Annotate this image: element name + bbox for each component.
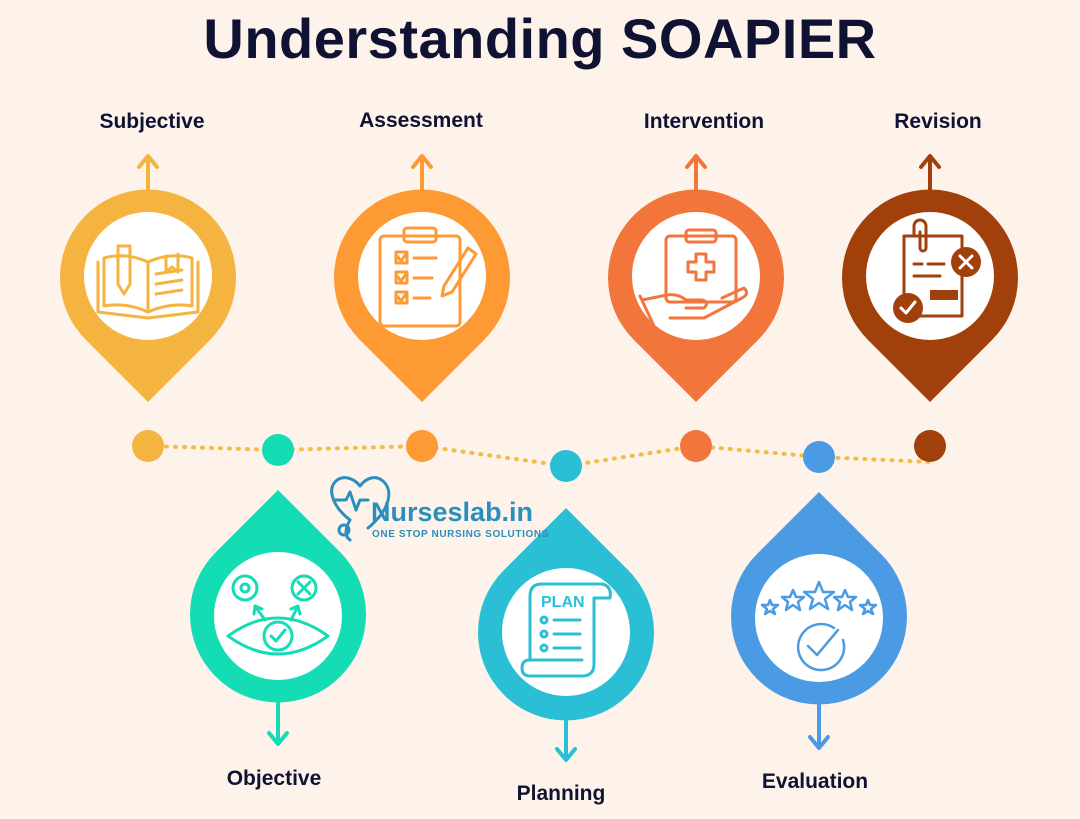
label-revision: Revision [894,110,982,133]
label-subjective: Subjective [99,110,205,133]
stage-intervention [608,154,784,462]
label-intervention: Intervention [643,110,765,133]
heart-stethoscope-icon [330,476,391,542]
stage-assessment [334,154,510,462]
timeline-node-assessment [406,430,438,462]
label-evaluation: Evaluation [761,770,869,793]
plan-scroll-icon: PLAN [520,582,612,678]
page-title: Understanding SOAPIER [203,7,877,70]
timeline-node-planning [550,450,582,482]
logo-name: Nurseslab.in [371,497,534,527]
rating-stars-check-icon [760,580,878,672]
timeline-node-intervention [680,430,712,462]
open-book-pen-icon [96,244,200,320]
stage-revision [842,154,1018,462]
eye-check-icon [226,574,330,656]
label-planning: Planning [516,782,606,805]
medical-clipboard-hand-icon [638,228,749,328]
logo-tagline: ONE STOP NURSING SOLUTIONS [372,529,549,540]
stage-evaluation [731,441,908,750]
timeline-node-subjective [132,430,164,462]
label-objective: Objective [226,767,322,790]
timeline-node-evaluation [803,441,835,473]
document-revision-icon [902,218,964,318]
stage-objective [190,434,366,746]
timeline-node-objective [262,434,294,466]
svg-text:PLAN: PLAN [541,594,585,611]
timeline-node-revision [914,430,946,462]
stage-planning: PLAN [478,450,654,762]
label-assessment: Assessment [359,109,483,132]
stage-subjective [60,154,236,462]
clipboard-checklist-icon [378,226,478,328]
